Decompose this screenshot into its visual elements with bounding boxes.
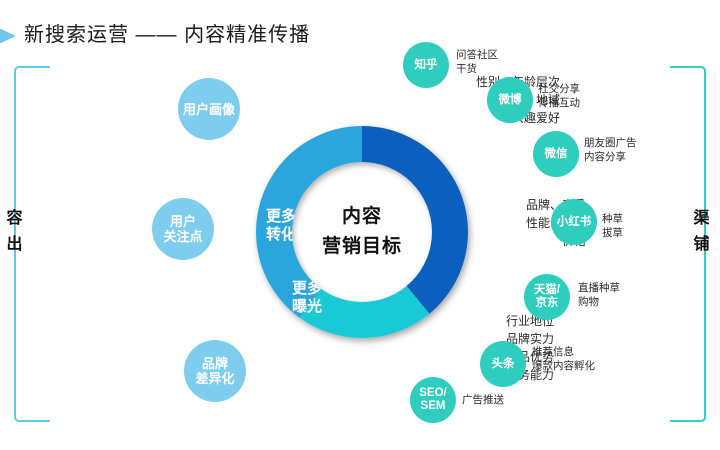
seg1-line2: 曝光 [292, 298, 323, 315]
right-node-circle-toutiao[interactable]: 头条 [480, 341, 526, 387]
right-node-circle-line1: SEO/ [419, 387, 447, 399]
right-node-circle-weibo[interactable]: 微博 [487, 77, 533, 123]
left-node-circle-line1: 品牌 [201, 356, 228, 371]
right-node-detail-line1: 推荐信息 [532, 346, 574, 358]
right-node-circle-line1: 天猫/ [533, 284, 561, 296]
right-node-detail-line2: 传播互动 [538, 97, 580, 109]
donut-center-line2: 营销目标 [321, 236, 402, 257]
content-marketing-goal-donut-chart: 更多 互动 更多 曝光 更多 转化 内容 营销目标 [256, 126, 468, 338]
left-node-circle-line2: 差异化 [195, 371, 235, 386]
left-bracket [14, 66, 50, 422]
right-node-detail-line1: 朋友圈广告 [584, 137, 637, 149]
right-bracket-label: 渠 道 铺 设 [694, 206, 720, 258]
right-node-detail-line2: 购物 [578, 296, 599, 308]
right-node-detail-wechat: 朋友圈广告内容分享 [584, 136, 637, 164]
left-bracket-label-line2: 输 出 [0, 236, 27, 253]
right-node-circle-line1: 微信 [544, 147, 568, 160]
right-node-circle-line1: 微博 [498, 93, 522, 106]
seg2-line2: 转化 [266, 226, 297, 243]
right-node-detail-toutiao: 推荐信息爆款内容孵化 [532, 345, 595, 373]
right-node-detail-zhihu: 问答社区干货 [456, 48, 498, 76]
donut-center-label: 内容 营销目标 [292, 162, 432, 302]
right-node-circle-zhihu[interactable]: 知乎 [403, 42, 449, 88]
donut-segment-label-more-conversion: 更多 转化 [266, 208, 296, 244]
right-node-detail-tmall-jd: 直播种草购物 [578, 281, 620, 309]
right-node-circle-tmall-jd[interactable]: 天猫/京东 [524, 274, 570, 320]
right-node-detail-line2: 内容分享 [584, 151, 626, 163]
right-bracket-label-line2: 铺 设 [693, 236, 720, 253]
right-node-detail-line2: 拔草 [602, 227, 623, 239]
left-node-circle-brand-differentiation[interactable]: 品牌差异化 [184, 340, 246, 402]
right-node-detail-line2: 干货 [456, 63, 477, 75]
right-node-circle-line1: 知乎 [414, 58, 438, 71]
right-node-circle-xiaohongshu[interactable]: 小红书 [551, 199, 597, 245]
donut-center-line1: 内容 [341, 206, 382, 227]
right-node-detail-xiaohongshu: 种草拔草 [602, 212, 623, 240]
right-node-detail-weibo: 社交分享传播互动 [538, 82, 580, 110]
right-node-detail-line1: 种草 [602, 213, 623, 225]
right-node-circle-line2: 京东 [535, 297, 559, 309]
right-node-detail-seo-sem: 广告推送 [462, 393, 504, 407]
page-header: 新搜索运营 —— 内容精准传播 [0, 18, 720, 58]
left-node-circle-line1: 用户画像 [182, 101, 235, 117]
left-node-detail-line2: 品牌实力 [505, 332, 554, 346]
right-node-detail-line1: 问答社区 [456, 49, 498, 61]
right-node-detail-line1: 直播种草 [578, 282, 620, 294]
left-node-circle-user-focus[interactable]: 用户关注点 [152, 198, 214, 260]
right-node-detail-line1: 广告推送 [462, 394, 504, 406]
right-node-circle-seo-sem[interactable]: SEO/SEM [410, 377, 456, 423]
play-arrow-icon [0, 27, 16, 45]
left-bracket-label-line1: 内 容 [0, 210, 27, 227]
left-node-circle-line2: 关注点 [163, 229, 203, 244]
right-node-detail-line2: 爆款内容孵化 [532, 360, 595, 372]
right-bracket-label-line1: 渠 道 [693, 210, 720, 227]
right-node-circle-wechat[interactable]: 微信 [533, 131, 579, 177]
left-bracket-label: 内 容 输 出 [0, 206, 26, 258]
seg2-line1: 更多 [266, 208, 297, 225]
right-node-circle-line1: 头条 [491, 357, 515, 370]
left-node-circle-line1: 用户 [169, 214, 196, 229]
right-bracket [670, 66, 706, 422]
left-node-circle-user-profile[interactable]: 用户画像 [178, 78, 240, 140]
page-title: 新搜索运营 —— 内容精准传播 [24, 24, 311, 46]
right-node-detail-line1: 社交分享 [538, 83, 580, 95]
right-node-circle-line2: SEM [420, 400, 446, 412]
right-node-circle-line1: 小红书 [556, 215, 592, 228]
